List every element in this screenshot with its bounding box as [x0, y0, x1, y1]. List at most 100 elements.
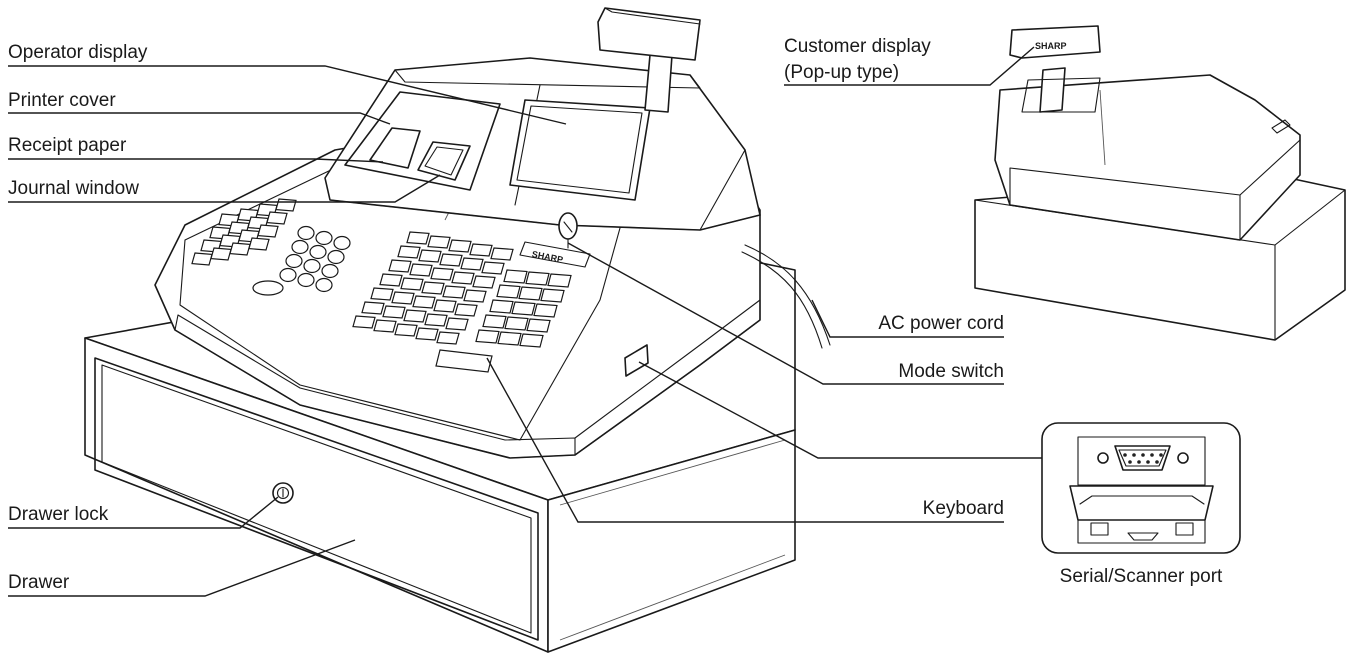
label-receipt-paper: Receipt paper: [8, 135, 127, 156]
label-journal-window: Journal window: [8, 178, 139, 199]
leader-customer-display: [784, 46, 1035, 86]
db9-pin: [1150, 453, 1154, 457]
main-cash-register: SHARP: [84, 7, 831, 653]
key: [394, 323, 418, 337]
leader-ac-power-cord: [811, 299, 1004, 338]
db9-pin: [1155, 460, 1159, 464]
zero-key: [252, 280, 284, 296]
db9-pin: [1123, 453, 1127, 457]
key: [525, 271, 550, 286]
key: [403, 309, 427, 323]
key: [191, 252, 213, 266]
leader-drawer: [8, 539, 356, 597]
db9-pin: [1132, 453, 1136, 457]
key: [451, 271, 475, 285]
receipt-paper: [369, 127, 421, 169]
side-serial-port: [624, 344, 649, 377]
key: [424, 313, 448, 327]
key: [418, 249, 442, 263]
main-customer-display: [597, 7, 701, 113]
key: [409, 263, 433, 277]
key: [460, 257, 484, 271]
key: [210, 247, 232, 261]
key: [229, 242, 251, 256]
drawer-lock: [272, 482, 294, 504]
leader-serial-port: [638, 361, 1042, 459]
label-serial-scanner-port: Serial/Scanner port: [1060, 566, 1223, 587]
key: [391, 291, 415, 305]
key: [489, 299, 514, 314]
leader-receipt-paper: [8, 158, 384, 163]
numeric-key: [333, 235, 351, 251]
inset-register: SHARP: [974, 25, 1346, 341]
key: [266, 211, 288, 225]
key: [497, 331, 522, 346]
leader-keyboard: [486, 357, 1004, 523]
db9-pins: [1123, 453, 1163, 464]
numeric-key: [309, 244, 327, 260]
key: [433, 299, 457, 313]
inset-brand-label: SHARP: [1035, 41, 1067, 51]
numeric-key: [279, 267, 297, 283]
labels: Operator display Printer cover Receipt p…: [8, 36, 1223, 593]
label-customer-display-line1: Customer display: [784, 36, 931, 57]
numeric-key: [315, 230, 333, 246]
numeric-key: [321, 263, 339, 279]
numeric-key: [297, 225, 315, 241]
key: [526, 318, 551, 333]
keyboard: [191, 198, 572, 373]
key: [406, 231, 430, 245]
key: [388, 259, 412, 273]
key: [379, 273, 403, 287]
key: [511, 301, 536, 316]
numeric-key: [285, 253, 303, 269]
key: [533, 303, 558, 318]
key: [463, 289, 487, 303]
operator-display: [509, 99, 651, 201]
key: [496, 284, 521, 299]
label-customer-display-line2: (Pop-up type): [784, 62, 899, 83]
numeric-key: [327, 249, 345, 265]
db9-pin: [1137, 460, 1141, 464]
key: [490, 247, 514, 261]
label-mode-switch: Mode switch: [898, 361, 1004, 382]
key: [481, 261, 505, 275]
key: [427, 235, 451, 249]
db9-pin: [1128, 460, 1132, 464]
numeric-key: [315, 277, 333, 293]
key: [412, 295, 436, 309]
key: [504, 316, 529, 331]
label-ac-power-cord: AC power cord: [878, 313, 1004, 334]
key: [275, 198, 297, 212]
leader-journal-window: [8, 174, 441, 203]
leader-drawer-lock: [8, 496, 279, 529]
db9-pin: [1159, 453, 1163, 457]
total-key: [435, 349, 493, 373]
serial-scanner-port-callout: [1041, 422, 1241, 554]
label-operator-display: Operator display: [8, 42, 148, 63]
key: [472, 275, 496, 289]
key: [439, 253, 463, 267]
leader-printer-cover: [8, 112, 391, 125]
key: [361, 301, 385, 315]
key: [547, 273, 572, 288]
numeric-key: [303, 258, 321, 274]
label-printer-cover: Printer cover: [8, 90, 116, 111]
db9-pin: [1146, 460, 1150, 464]
key: [445, 317, 469, 331]
key: [397, 245, 421, 259]
ac-power-cord: [741, 244, 831, 349]
key: [442, 285, 466, 299]
leader-lines: [8, 46, 1042, 597]
key: [382, 305, 406, 319]
key: [482, 314, 507, 329]
key: [519, 333, 544, 348]
label-drawer: Drawer: [8, 572, 70, 593]
key: [400, 277, 424, 291]
key: [421, 281, 445, 295]
db9-pin: [1141, 453, 1145, 457]
key: [430, 267, 454, 281]
key: [475, 329, 500, 344]
key: [373, 319, 397, 333]
